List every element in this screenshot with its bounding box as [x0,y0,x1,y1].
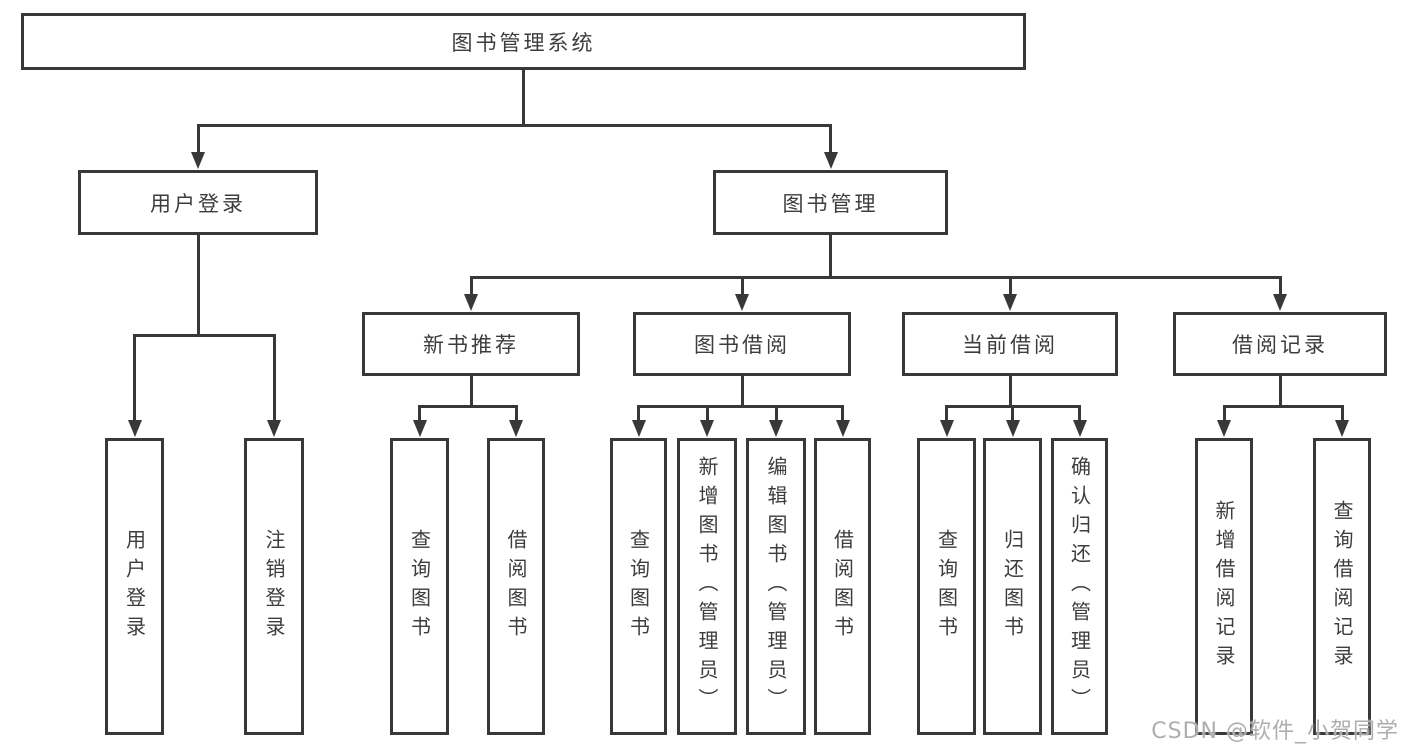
node-leaf-confirm-return: 确认归还（管理员） [1051,438,1108,735]
node-label-current-borrowing: 当前借阅 [962,333,1058,357]
connector-stem-user-login [196,234,200,337]
node-leaf-logout: 注销登录 [244,438,304,735]
arrow-down-icon [509,420,523,437]
arrow-down-icon [1072,420,1087,437]
node-label-leaf-query-book-2: 查询图书 [626,528,651,645]
connector-tee-book-borrowing [637,404,844,408]
node-label-user-login: 用户登录 [150,191,246,216]
connector-tee-borrowing-records [1222,404,1344,408]
connector-drop-leaf-edit-book [774,404,778,423]
node-new-book-recommend: 新书推荐 [362,312,580,376]
connector-drop-book-management [829,123,832,155]
node-label-book-management: 图书管理 [782,191,879,216]
node-leaf-query-record: 查询借阅记录 [1313,438,1371,735]
node-leaf-borrow-book-2: 借阅图书 [814,438,871,735]
connector-drop-book-borrowing [740,275,744,297]
node-label-borrowing-records: 借阅记录 [1232,333,1328,357]
node-label-leaf-return-book: 归还图书 [1000,528,1025,645]
connector-drop-leaf-borrow-book-1 [514,404,518,423]
arrow-down-icon [769,420,783,437]
connector-drop-leaf-query-record [1340,404,1344,423]
connector-drop-leaf-user-login [133,333,136,423]
connector-drop-new-book-recommend [469,275,473,297]
node-label-leaf-query-book-3: 查询图书 [934,528,959,645]
node-leaf-query-book-3: 查询图书 [917,438,976,735]
node-root: 图书管理系统 [21,13,1026,70]
arrow-down-icon [735,294,749,311]
arrow-down-icon [191,152,205,169]
connector-drop-borrowing-records [1278,275,1282,297]
node-leaf-add-record: 新增借阅记录 [1195,438,1253,735]
arrow-down-icon [939,420,954,437]
node-borrowing-records: 借阅记录 [1173,312,1387,376]
arrow-down-icon [1217,420,1231,437]
node-label-book-borrowing: 图书借阅 [694,333,790,357]
node-leaf-query-book-2: 查询图书 [610,438,667,735]
connector-drop-leaf-query-book-1 [418,404,421,423]
connector-drop-user-login [196,123,200,155]
csdn-watermark: CSDN @软件_小贺同学 [1151,719,1399,744]
node-leaf-query-book-1: 查询图书 [390,438,449,735]
arrow-down-icon [1273,294,1287,311]
connector-drop-leaf-borrow-book-2 [841,404,844,423]
connector-drop-leaf-query-book-2 [637,404,640,423]
arrow-down-icon [1003,294,1017,311]
node-leaf-return-book: 归还图书 [983,438,1042,735]
node-label-leaf-add-book: 新增图书（管理员） [695,456,719,717]
node-label-leaf-borrow-book-2: 借阅图书 [830,528,855,645]
arrow-down-icon [127,420,142,437]
node-label-leaf-confirm-return: 确认归还（管理员） [1067,456,1092,717]
connector-stem-root [522,69,525,127]
connector-drop-leaf-logout [272,333,276,423]
node-leaf-edit-book: 编辑图书（管理员） [746,438,806,735]
node-book-borrowing: 图书借阅 [633,312,851,376]
connector-tee-book-management [469,275,1282,279]
node-label-leaf-query-book-1: 查询图书 [407,528,432,645]
connector-drop-leaf-add-record [1222,404,1226,423]
arrow-down-icon [835,420,850,437]
arrow-down-icon [700,420,714,437]
connector-stem-borrowing-records [1278,375,1282,408]
connector-tee-new-book-recommend [418,404,518,408]
node-label-root: 图书管理系统 [451,30,596,55]
connector-stem-book-borrowing [740,375,744,408]
connector-stem-book-management [829,234,832,279]
connector-tee-user-login [133,333,276,337]
node-label-new-book-recommend: 新书推荐 [423,333,519,357]
node-label-leaf-edit-book: 编辑图书（管理员） [764,456,788,717]
node-book-management: 图书管理 [713,170,948,235]
arrow-down-icon [1335,420,1349,437]
connector-stem-current-borrowing [1008,375,1012,408]
connector-tee-root [196,123,832,127]
connector-drop-leaf-return-book [1011,404,1014,423]
node-label-leaf-borrow-book-1: 借阅图书 [504,528,528,645]
node-leaf-add-book: 新增图书（管理员） [677,438,737,735]
arrow-down-icon [267,420,281,437]
connector-stem-new-book-recommend [469,375,473,408]
node-label-leaf-query-record: 查询借阅记录 [1330,499,1354,674]
node-label-leaf-logout: 注销登录 [262,528,286,645]
node-leaf-borrow-book-1: 借阅图书 [487,438,545,735]
node-label-leaf-add-record: 新增借阅记录 [1212,499,1236,674]
node-label-leaf-user-login: 用户登录 [122,528,147,645]
connector-drop-current-borrowing [1008,275,1012,297]
arrow-down-icon [412,420,427,437]
arrow-down-icon [823,152,838,169]
arrow-down-icon [631,420,646,437]
connector-drop-leaf-query-book-3 [945,404,948,423]
node-leaf-user-login: 用户登录 [105,438,164,735]
node-user-login: 用户登录 [78,170,318,235]
node-current-borrowing: 当前借阅 [902,312,1118,376]
arrow-down-icon [464,294,478,311]
connector-drop-leaf-confirm-return [1078,404,1081,423]
connector-drop-leaf-add-book [705,404,709,423]
arrow-down-icon [1005,420,1020,437]
